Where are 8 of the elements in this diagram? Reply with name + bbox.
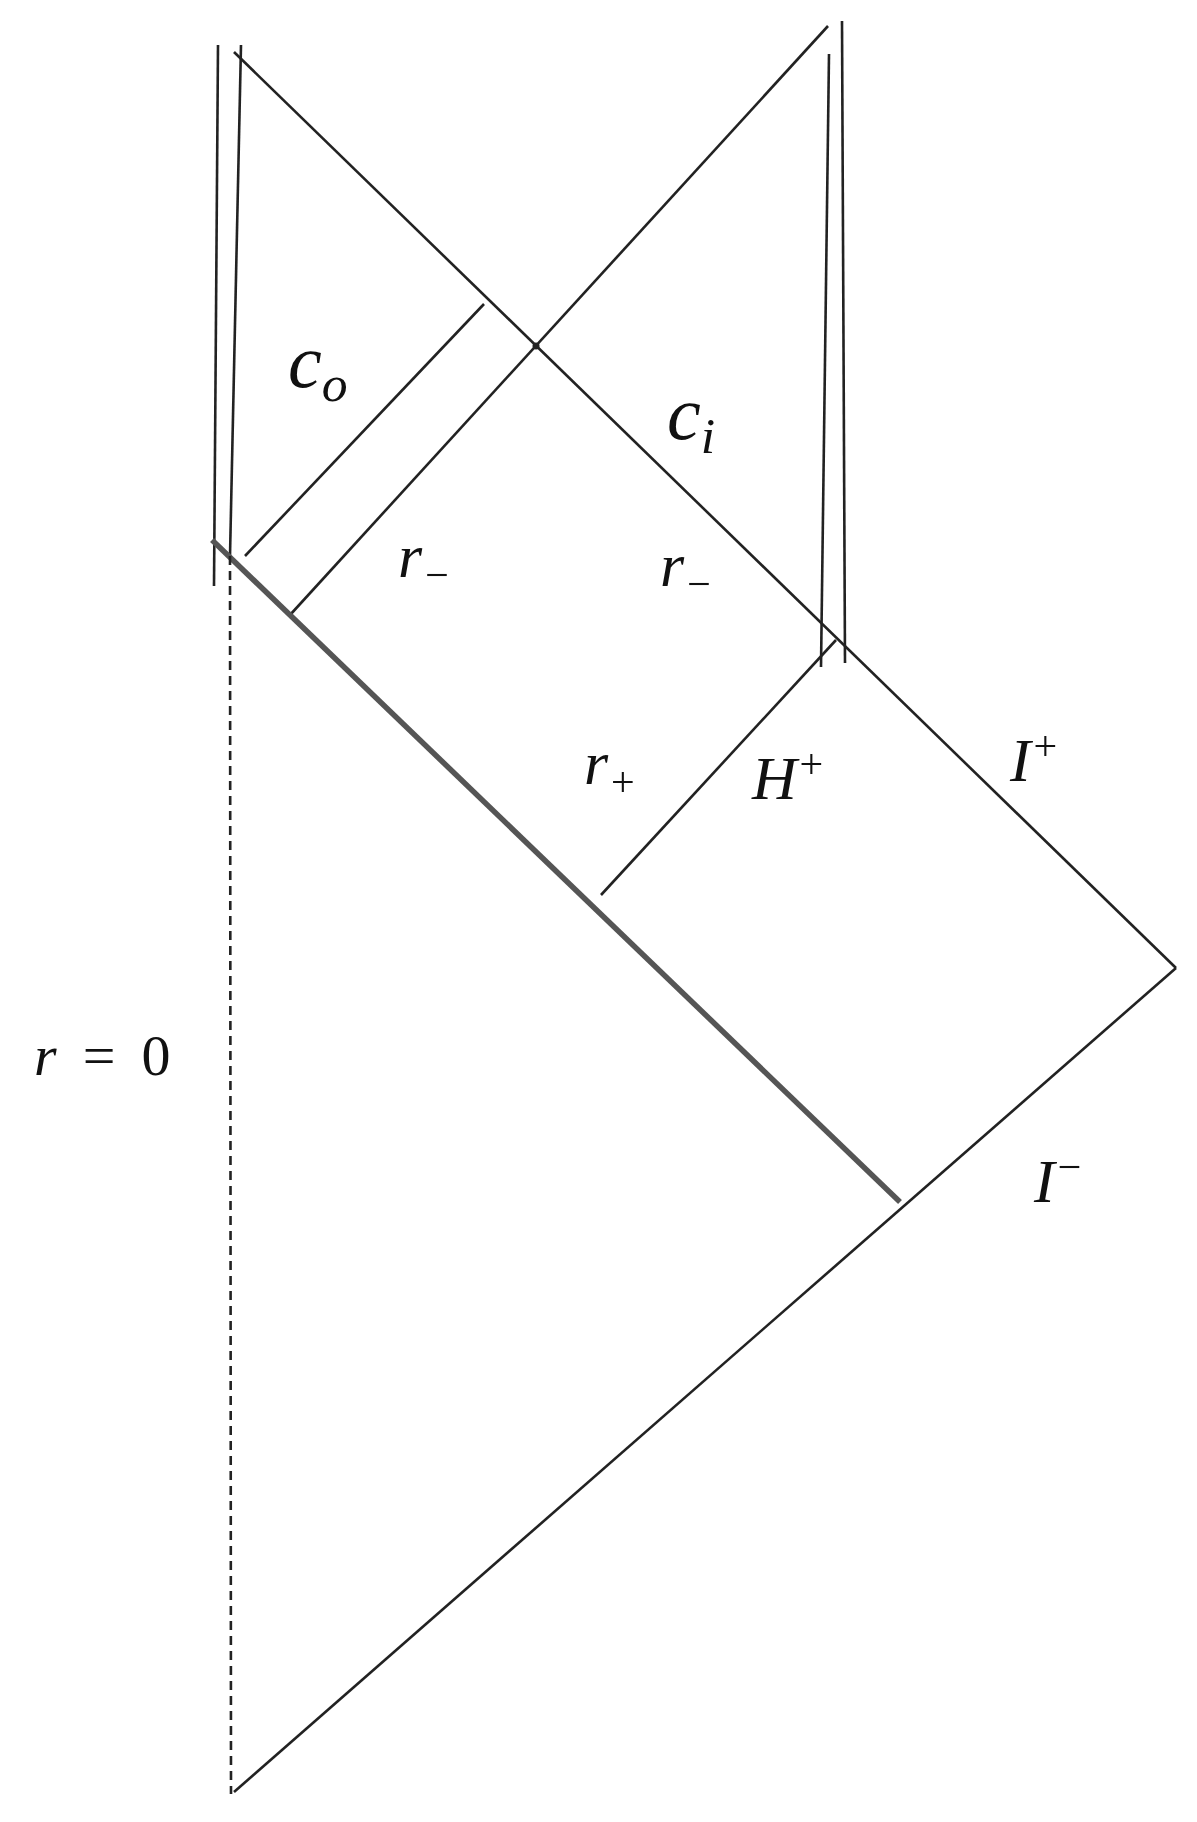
- curve-label: c$_{i}$: [667, 375, 716, 451]
- radius-label: r$_{+}$: [584, 732, 637, 794]
- horizon-label: H$^{+}$: [752, 747, 826, 809]
- radius-label: r$_{−}$: [398, 525, 451, 587]
- infinity-label: I$^{+}$: [1010, 729, 1060, 791]
- axis-label: r = 0: [34, 1027, 171, 1085]
- infinity-label: I$^{−}$: [1034, 1150, 1084, 1212]
- radius-label: r$_{−}$: [660, 534, 713, 596]
